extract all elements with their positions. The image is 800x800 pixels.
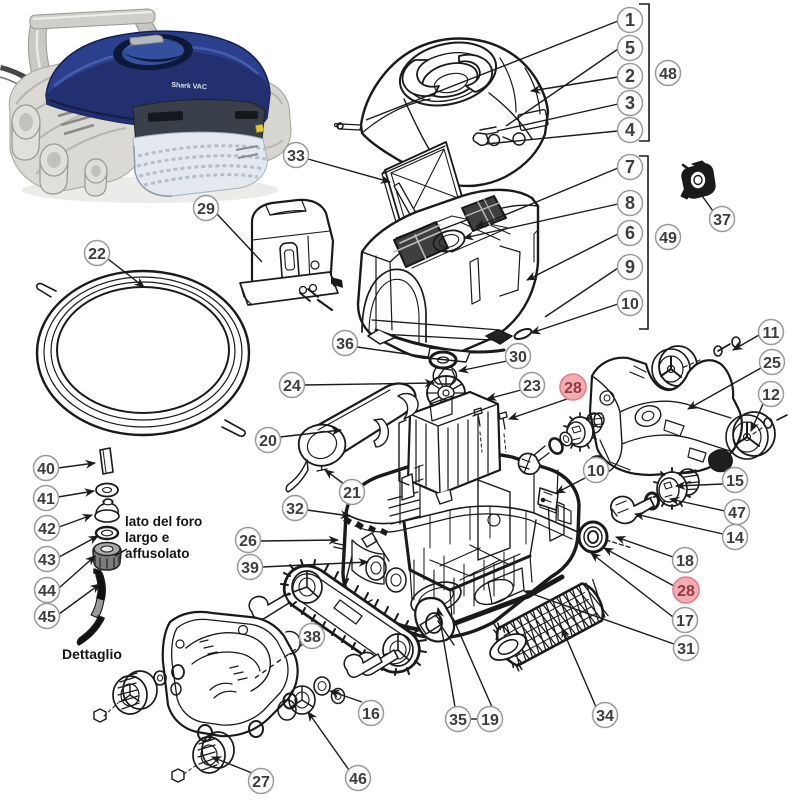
svg-text:11: 11 (763, 325, 780, 342)
svg-text:47: 47 (728, 505, 746, 522)
svg-text:24: 24 (283, 378, 301, 395)
svg-text:17: 17 (676, 613, 694, 630)
svg-text:38: 38 (303, 629, 321, 646)
svg-text:8: 8 (625, 193, 635, 213)
svg-text:43: 43 (38, 552, 56, 569)
svg-text:41: 41 (37, 491, 55, 508)
svg-text:28: 28 (564, 380, 582, 397)
svg-text:33: 33 (287, 148, 305, 165)
svg-text:22: 22 (88, 246, 106, 263)
svg-text:36: 36 (336, 336, 354, 353)
svg-text:27: 27 (252, 774, 270, 791)
svg-text:45: 45 (38, 609, 56, 626)
svg-text:4: 4 (625, 120, 635, 140)
svg-text:affusolato: affusolato (125, 546, 190, 561)
svg-text:largo e: largo e (125, 530, 170, 545)
svg-text:3: 3 (625, 93, 635, 113)
svg-text:30: 30 (509, 349, 527, 366)
svg-text:21: 21 (343, 485, 361, 502)
svg-text:44: 44 (38, 583, 56, 600)
svg-text:35: 35 (449, 712, 467, 729)
svg-text:18: 18 (676, 553, 694, 570)
svg-text:23: 23 (523, 378, 541, 395)
svg-text:19: 19 (481, 712, 499, 729)
svg-text:48: 48 (659, 66, 677, 83)
svg-text:42: 42 (38, 521, 56, 538)
svg-text:10: 10 (621, 296, 639, 313)
svg-text:12: 12 (762, 387, 780, 404)
svg-text:46: 46 (349, 771, 367, 788)
svg-text:25: 25 (763, 355, 781, 372)
svg-text:31: 31 (677, 641, 695, 658)
svg-text:40: 40 (37, 461, 55, 478)
svg-text:20: 20 (259, 433, 277, 450)
svg-text:2: 2 (625, 66, 635, 86)
svg-text:34: 34 (596, 708, 614, 725)
svg-text:10: 10 (587, 463, 605, 480)
svg-text:6: 6 (625, 223, 635, 243)
svg-text:Dettaglio: Dettaglio (62, 646, 122, 662)
svg-text:37: 37 (713, 212, 731, 229)
svg-text:lato del foro: lato del foro (125, 514, 202, 529)
svg-text:Shark VAC: Shark VAC (171, 82, 207, 91)
svg-text:29: 29 (197, 201, 215, 218)
svg-text:26: 26 (239, 533, 257, 550)
svg-text:5: 5 (625, 38, 635, 58)
svg-text:15: 15 (726, 473, 744, 490)
svg-text:49: 49 (659, 230, 677, 247)
svg-text:39: 39 (241, 560, 259, 577)
svg-text:7: 7 (625, 157, 635, 177)
svg-text:14: 14 (726, 530, 744, 547)
svg-text:28: 28 (677, 583, 695, 600)
svg-text:9: 9 (625, 257, 635, 277)
svg-text:1: 1 (625, 10, 635, 30)
svg-text:32: 32 (286, 501, 304, 518)
svg-text:16: 16 (362, 706, 380, 723)
